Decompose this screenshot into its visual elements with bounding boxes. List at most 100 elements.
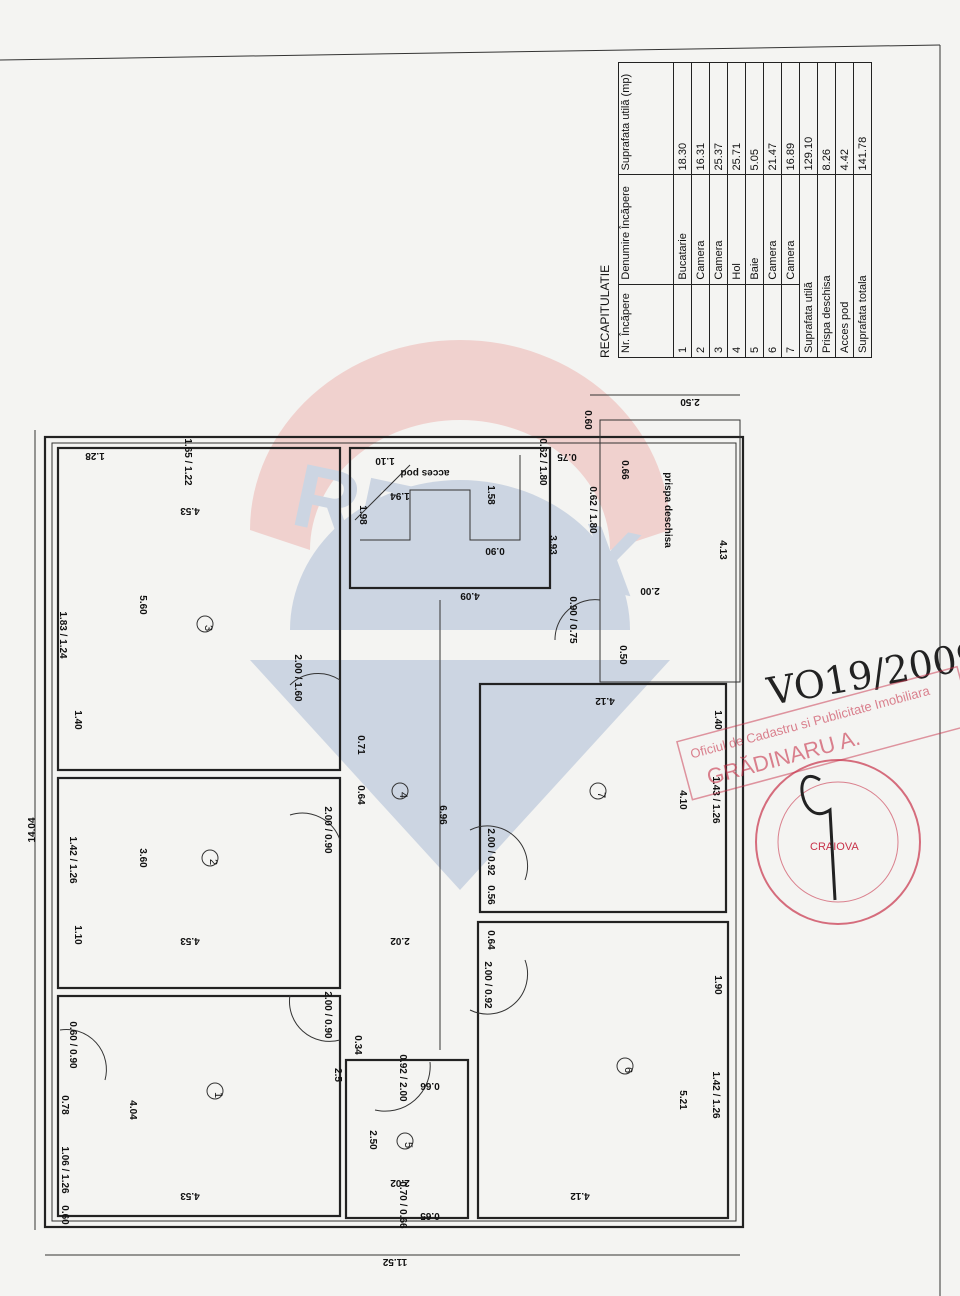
total-area: 8.26 [817, 62, 836, 175]
dimension-label: 0.62 / 1.80 [537, 438, 548, 486]
cell-nr: 7 [781, 284, 800, 358]
dimension-label: 0.71 [355, 735, 366, 755]
dimension-label: 1.43 / 1.26 [710, 776, 721, 824]
cell-nr: 3 [709, 284, 728, 358]
dimension-label: 2.00 [640, 585, 660, 596]
dimension-label: 2.00 / 1.60 [292, 654, 303, 702]
room-number-circle [201, 849, 219, 867]
outer-wall [43, 435, 745, 1229]
signature-mark [800, 775, 837, 901]
dimension-label: 4.53 [180, 505, 200, 516]
dimension-label: 1.06 / 1.26 [59, 1146, 70, 1194]
room-number-circle [206, 1082, 224, 1100]
room-number: 5 [402, 1142, 414, 1148]
dimension-label: 0.92 / 2.00 [397, 1054, 408, 1102]
cell-name: Camera [781, 174, 800, 285]
door-room-7 [469, 825, 529, 881]
cell-nr: 2 [691, 284, 710, 358]
dimension-label: 0.66 [420, 1080, 440, 1091]
cell-name: Camera [709, 174, 728, 285]
inner-wall-line [51, 442, 737, 1222]
col-header-name: Denumire Încăpere [618, 174, 674, 285]
table-header-row: Nr. Încăpere Denumire Încăpere Suprafata… [618, 62, 674, 358]
dimension-label: 0.64 [355, 785, 366, 805]
room-6-walls [476, 920, 730, 1220]
cell-area: 5.05 [745, 62, 764, 175]
room-3-walls [56, 446, 342, 772]
total-label: Acces pod [835, 174, 854, 358]
dimension-label: 2.02 [390, 1177, 410, 1188]
dimension-label: 5.21 [677, 1090, 688, 1110]
dimension-label: 0.64 [485, 930, 496, 950]
cell-name: Camera [691, 174, 710, 285]
dimension-label: 2.02 [390, 935, 410, 946]
room-7-walls [478, 682, 728, 914]
total-area: 4.42 [835, 62, 854, 175]
dimension-label: 4.13 [717, 540, 728, 560]
total-label: Suprafata totala [853, 174, 872, 358]
dimension-label: 4.09 [460, 590, 480, 601]
cell-name: Bucatarie [673, 174, 692, 285]
door-room-3 [289, 672, 341, 686]
cell-nr: 1 [673, 284, 692, 358]
dimension-label: 0.62 / 1.80 [587, 486, 598, 534]
dimension-label: 2.50 [680, 396, 700, 407]
dimension-label: 0.90 / 0.75 [567, 596, 578, 644]
cell-name: Hol [727, 174, 746, 285]
room-number-circle [391, 782, 409, 800]
dimension-label: 2.50 [367, 1130, 378, 1150]
cell-nr: 4 [727, 284, 746, 358]
col-header-area: Suprafata utilă (mp) [618, 62, 674, 175]
dimension-label: 1.10 [375, 455, 395, 466]
dimension-label: 0.65 [420, 1210, 440, 1221]
dimension-label: 2.00 / 0.90 [322, 991, 333, 1039]
room-2-walls [56, 776, 342, 990]
dimension-label: 2.00 / 0.90 [322, 806, 333, 854]
round-stamp-text: CRAIOVA [810, 841, 859, 853]
total-label: Prispa deschisa [817, 174, 836, 358]
dimension-label: 0.75 [557, 451, 577, 462]
dimension-label: 2.00 / 0.92 [485, 828, 496, 876]
room-1-walls [56, 994, 342, 1218]
room-number: 2 [207, 859, 219, 865]
round-stamp [755, 759, 921, 925]
cell-area: 16.31 [691, 62, 710, 175]
dimension-label: 1.28 [85, 450, 105, 461]
cell-area: 21.47 [763, 62, 782, 175]
dimension-label: 1.98 [357, 505, 368, 525]
dimension-label: 4.04 [127, 1100, 138, 1120]
room-number-circle [196, 615, 214, 633]
dimension-label: 0.90 [485, 545, 505, 556]
prispa-area [599, 419, 741, 683]
recap-title: RECAPITULATIE [598, 264, 612, 358]
dimension-label: 0.66 [619, 460, 630, 480]
dimension-label: 0.70 / 0.66 [397, 1181, 408, 1229]
acces-pod-walls [348, 446, 552, 590]
dimension-label: 2.00 / 0.92 [482, 961, 493, 1009]
room-number-circle [589, 782, 607, 800]
round-stamp-inner [777, 781, 899, 903]
dimension-label: 1.58 [485, 485, 496, 505]
dimension-label: 4.53 [180, 1190, 200, 1201]
cell-name: Baie [745, 174, 764, 285]
door-room-6 [469, 959, 529, 1015]
room-5-walls [344, 1058, 470, 1220]
dimension-label: 1.90 [712, 975, 723, 995]
room-number: 6 [622, 1067, 634, 1073]
dimension-label: 1.40 [712, 710, 723, 730]
dimension-label: 1.40 [72, 710, 83, 730]
room-number: 7 [595, 792, 607, 798]
cell-area: 16.89 [781, 62, 800, 175]
dimension-label: 2.5 [332, 1068, 343, 1082]
dimension-label: 14.04 [27, 817, 38, 842]
room-number-circle [396, 1132, 414, 1150]
